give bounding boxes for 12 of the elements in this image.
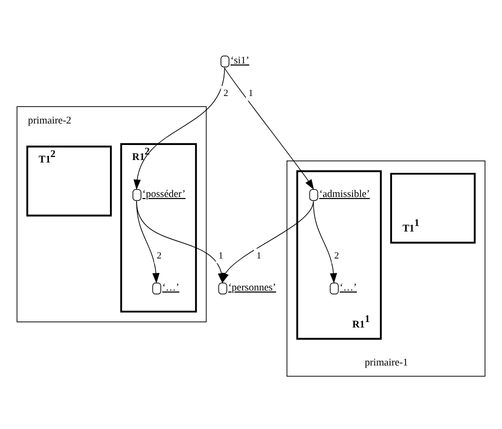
edge-label: 2 — [334, 250, 340, 261]
node-label: ‘…’ — [340, 282, 357, 294]
node-label: ‘posséder’ — [142, 188, 186, 200]
edge-label: 1 — [248, 88, 254, 98]
edge-label: 1 — [256, 250, 262, 261]
node-label: ‘…’ — [162, 282, 180, 294]
edge-label: 2 — [223, 88, 228, 98]
node-label: ‘si1’ — [230, 54, 250, 66]
node-label: ‘admissible’ — [319, 188, 370, 200]
edge-label: 1 — [218, 250, 224, 261]
node-label: ‘personnes’ — [228, 282, 276, 294]
edge-label: 2 — [156, 250, 162, 261]
